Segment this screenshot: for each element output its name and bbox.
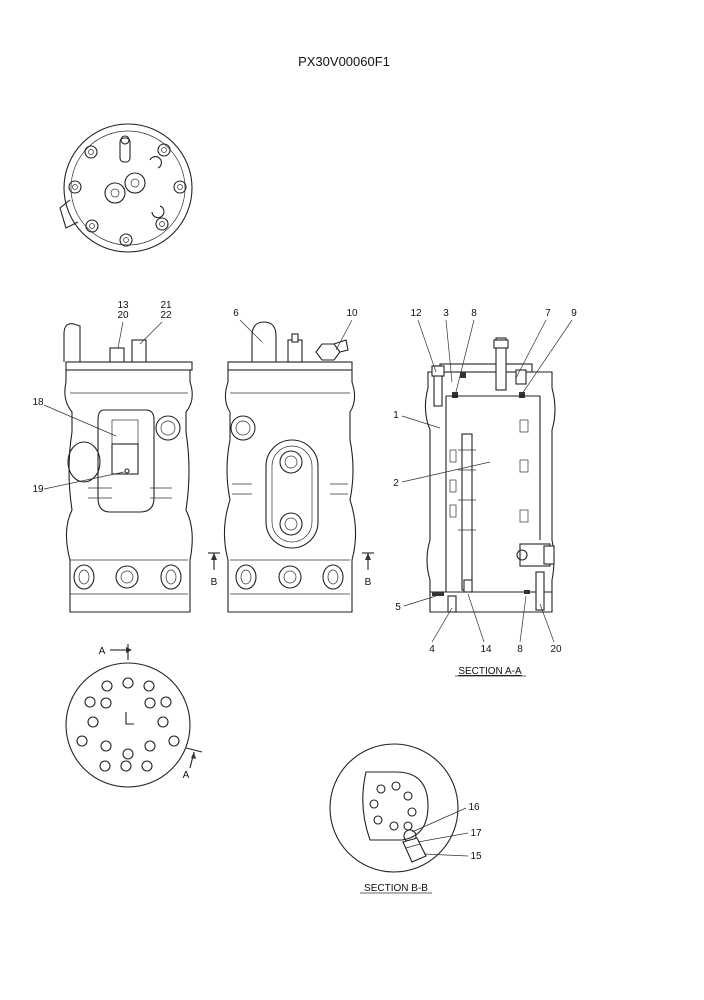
top-view-bolts [68, 143, 187, 247]
front-view-bottom-ports [73, 564, 182, 590]
callout-3: 3 [443, 308, 449, 319]
callout-6: 6 [233, 308, 239, 319]
section-bb-ports [369, 781, 417, 831]
callout-1: 1 [393, 410, 399, 421]
side-view-bottom-ports [235, 564, 344, 590]
section-bb-label: SECTION B-B [364, 883, 428, 894]
callout-19: 19 [32, 484, 44, 495]
callout-8-top: 8 [471, 308, 477, 319]
callout-7: 7 [545, 308, 551, 319]
callouts: 13 20 21 22 18 19 6 10 12 3 8 7 9 1 2 5 … [32, 300, 577, 862]
callout-8-bottom: 8 [517, 644, 523, 655]
callout-15: 15 [470, 851, 482, 862]
cut-a-top: A [99, 646, 106, 657]
bottom-view: A A [65, 644, 203, 788]
callout-2: 2 [393, 478, 399, 489]
callout-20-top: 20 [117, 310, 129, 321]
drawing-title: PX30V00060F1 [298, 54, 390, 69]
callout-10: 10 [346, 308, 358, 319]
callout-22: 22 [160, 310, 172, 321]
callout-16: 16 [468, 802, 480, 813]
callout-9: 9 [571, 308, 577, 319]
section-aa-view [424, 337, 556, 613]
callout-17: 17 [470, 828, 482, 839]
front-view [63, 323, 193, 613]
section-aa-label: SECTION A-A [458, 666, 522, 677]
callout-5: 5 [395, 602, 401, 613]
callout-18: 18 [32, 397, 44, 408]
callout-12: 12 [410, 308, 422, 319]
cut-b-right: B [365, 577, 372, 588]
cut-a-bottom: A [183, 770, 190, 781]
callout-13: 13 [117, 300, 129, 311]
callout-4: 4 [429, 644, 435, 655]
callout-20-bottom: 20 [550, 644, 562, 655]
section-bb-view [329, 743, 459, 873]
bottom-view-ports [76, 677, 180, 772]
side-view: B B [208, 321, 374, 613]
top-view [59, 123, 193, 253]
callout-21: 21 [160, 300, 172, 311]
callout-14: 14 [480, 644, 492, 655]
cut-b-left: B [211, 577, 218, 588]
